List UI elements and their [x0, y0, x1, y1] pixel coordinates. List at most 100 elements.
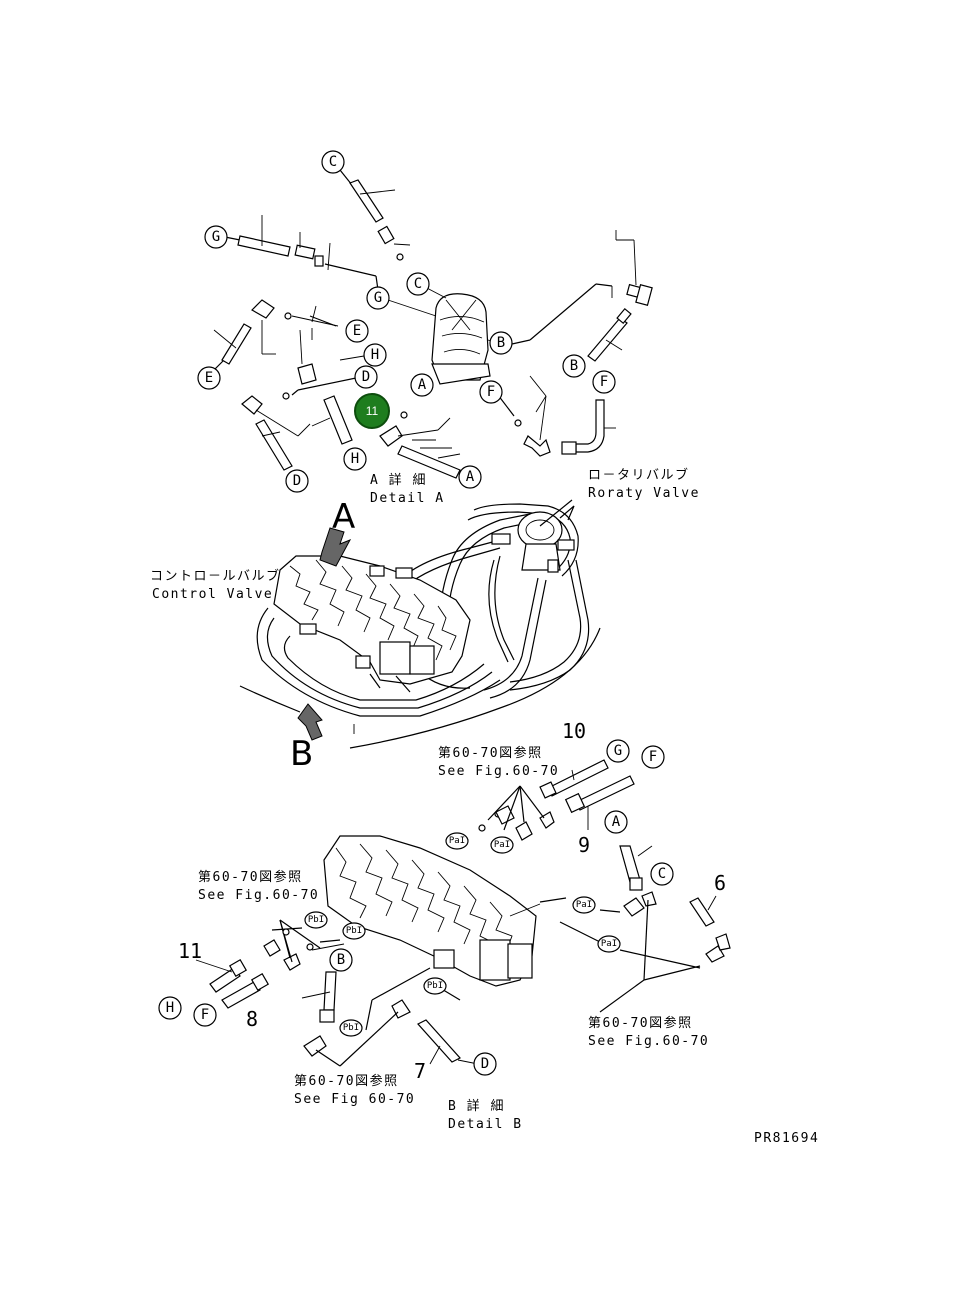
svg-text:PbI: PbI: [427, 981, 443, 991]
svg-text:A: A: [612, 814, 621, 830]
svg-text:G: G: [212, 229, 220, 245]
callout-c-mid[interactable]: C: [406, 272, 430, 296]
detail-b-group: [195, 759, 731, 1067]
callout-b-right[interactable]: B: [562, 354, 586, 378]
callout-e-left[interactable]: E: [197, 366, 221, 390]
callout-a-low[interactable]: A: [458, 465, 482, 489]
svg-text:PbI: PbI: [308, 915, 324, 925]
hose-a: [397, 445, 461, 479]
port-pbi-1: PbI: [304, 911, 328, 929]
callout-f-right[interactable]: F: [592, 370, 616, 394]
see-fig-jp-4: 第60-70図参照: [294, 1073, 399, 1089]
svg-text:H: H: [351, 451, 359, 467]
part-number-10: 10: [562, 719, 586, 743]
rotary-swivel: [431, 293, 491, 385]
svg-text:E: E: [353, 323, 361, 339]
detail-b-jp: B 詳 細: [448, 1098, 505, 1114]
svg-text:G: G: [614, 743, 622, 759]
svg-text:H: H: [371, 347, 379, 363]
see-fig-jp-2: 第60-70図参照: [198, 869, 303, 885]
control-valve-block: [273, 555, 471, 693]
svg-text:D: D: [293, 473, 301, 489]
hose-b-right: [587, 307, 632, 362]
part-number-11: 11: [178, 939, 202, 963]
detail-a-en: Detail A: [370, 491, 445, 506]
svg-text:11: 11: [366, 404, 379, 418]
callout-g-b[interactable]: G: [606, 739, 630, 763]
svg-text:C: C: [329, 154, 337, 170]
callout-h-low[interactable]: H: [343, 447, 367, 471]
part-number-7: 7: [414, 1059, 426, 1083]
svg-text:F: F: [600, 374, 608, 390]
callout-d-mid[interactable]: D: [354, 365, 378, 389]
svg-text:D: D: [362, 369, 370, 385]
svg-text:B: B: [337, 952, 345, 968]
svg-text:F: F: [487, 384, 495, 400]
callout-a-small[interactable]: A: [410, 373, 434, 397]
hose-h-mid: [311, 395, 353, 445]
detail-a-jp: A 詳 細: [370, 472, 427, 488]
callout-b-mid[interactable]: B: [489, 331, 513, 355]
control-valve-detail: [323, 835, 541, 987]
svg-text:C: C: [658, 866, 666, 882]
callout-c-b[interactable]: C: [650, 862, 674, 886]
hose-f-right: [561, 399, 616, 455]
hose-e-left: [213, 299, 339, 371]
callout-c-top[interactable]: C: [321, 150, 345, 174]
callout-b-b[interactable]: B: [329, 948, 353, 972]
port-fittings: [263, 785, 731, 1067]
hose-g-top: [224, 215, 379, 291]
svg-text:B: B: [497, 335, 505, 351]
callout-f-b[interactable]: F: [641, 745, 665, 769]
callout-h-mid[interactable]: H: [363, 343, 387, 367]
callout-g-top[interactable]: G: [204, 225, 228, 249]
hydraulic-lines: [256, 503, 590, 717]
part-number-9: 9: [578, 833, 590, 857]
svg-text:A: A: [418, 377, 427, 393]
callout-g-mid[interactable]: G: [366, 286, 390, 310]
part-number-6: 6: [714, 871, 726, 895]
control-valve-jp: コントロ－ルバルブ: [150, 568, 281, 584]
svg-text:E: E: [205, 370, 213, 386]
view-arrow-b: B: [290, 703, 323, 774]
callout-f-b2[interactable]: F: [193, 1003, 217, 1027]
see-fig-en-1: See Fig.60-70: [438, 764, 559, 779]
svg-text:PbI: PbI: [343, 1023, 359, 1033]
see-fig-en-4: See Fig 60-70: [294, 1092, 415, 1107]
machine-overview: A B: [239, 497, 601, 774]
svg-text:H: H: [166, 1000, 174, 1016]
drawing-code: PR81694: [754, 1131, 819, 1146]
svg-text:PaI: PaI: [494, 840, 510, 850]
svg-text:PbI: PbI: [346, 926, 362, 936]
svg-text:A: A: [466, 469, 475, 485]
view-label-b: B: [290, 734, 313, 774]
text-labels: A 詳 細 Detail A ロ－タリバルブ Roraty Valve コントロ…: [150, 467, 819, 1146]
port-pal-4: PaI: [597, 935, 621, 953]
hose-c-top: [339, 169, 411, 261]
port-pbi-2: PbI: [342, 922, 366, 940]
svg-text:G: G: [374, 290, 382, 306]
see-fig-jp-3: 第60-70図参照: [588, 1015, 693, 1031]
see-fig-en-3: See Fig.60-70: [588, 1034, 709, 1049]
callout-d-low[interactable]: D: [285, 469, 309, 493]
svg-text:F: F: [201, 1007, 209, 1023]
callout-h-b[interactable]: H: [158, 996, 182, 1020]
callout-e-mid[interactable]: E: [345, 319, 369, 343]
svg-text:C: C: [414, 276, 422, 292]
callout-d-b[interactable]: D: [473, 1052, 497, 1076]
port-pbi-3: PbI: [423, 977, 447, 995]
view-label-a: A: [332, 497, 355, 537]
port-pal-2: PaI: [490, 836, 514, 854]
port-labels: PaI PaI PaI PaI PbI PbI PbI PbI: [304, 832, 621, 1037]
port-pbi-4: PbI: [339, 1019, 363, 1037]
callout-f-small[interactable]: F: [479, 380, 503, 404]
callouts: C G C G E E H D B B F A F H D A G F A C …: [158, 150, 674, 1076]
port-pal-3: PaI: [572, 896, 596, 914]
callout-a-b[interactable]: A: [604, 810, 628, 834]
rotary-valve: [491, 499, 575, 573]
hose-9: [564, 775, 635, 830]
highlight-marker-11[interactable]: 11: [354, 393, 390, 429]
rotary-valve-en: Roraty Valve: [588, 486, 700, 501]
hose-10: [539, 759, 609, 799]
